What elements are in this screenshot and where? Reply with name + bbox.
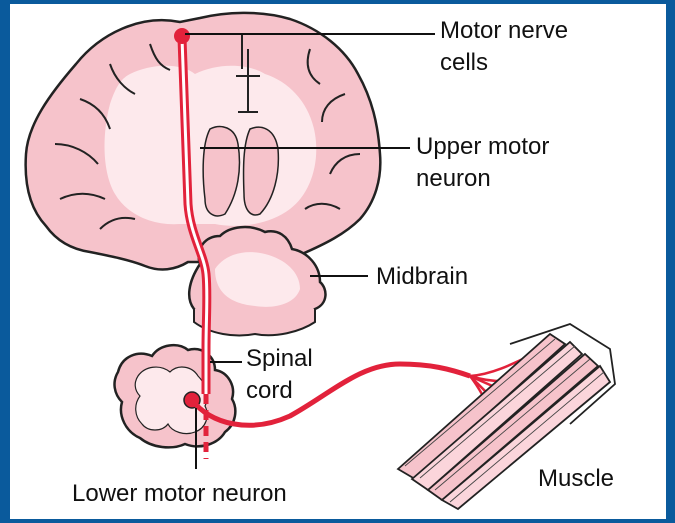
label-lower-motor-neuron: Lower motor neuron xyxy=(72,480,287,507)
label-muscle: Muscle xyxy=(538,465,614,492)
label-midbrain: Midbrain xyxy=(376,263,468,290)
label-motor-nerve-cells-line2: cells xyxy=(440,49,488,76)
label-motor-nerve-cells-line1: Motor nerve xyxy=(440,17,568,44)
motor-pathway-diagram: Motor nerve cells Upper motor neuron Mid… xyxy=(10,4,666,519)
label-upper-motor-neuron-line2: neuron xyxy=(416,165,491,192)
midbrain-base xyxy=(194,309,315,336)
label-spinal-cord-line2: cord xyxy=(246,377,293,404)
spinal-cord xyxy=(115,345,236,447)
label-spinal-cord-line1: Spinal xyxy=(246,345,313,372)
brain xyxy=(26,13,381,270)
label-upper-motor-neuron-line1: Upper motor xyxy=(416,133,549,160)
diagram-frame: Motor nerve cells Upper motor neuron Mid… xyxy=(10,4,666,519)
motor-nerve-cell-body xyxy=(174,28,190,44)
